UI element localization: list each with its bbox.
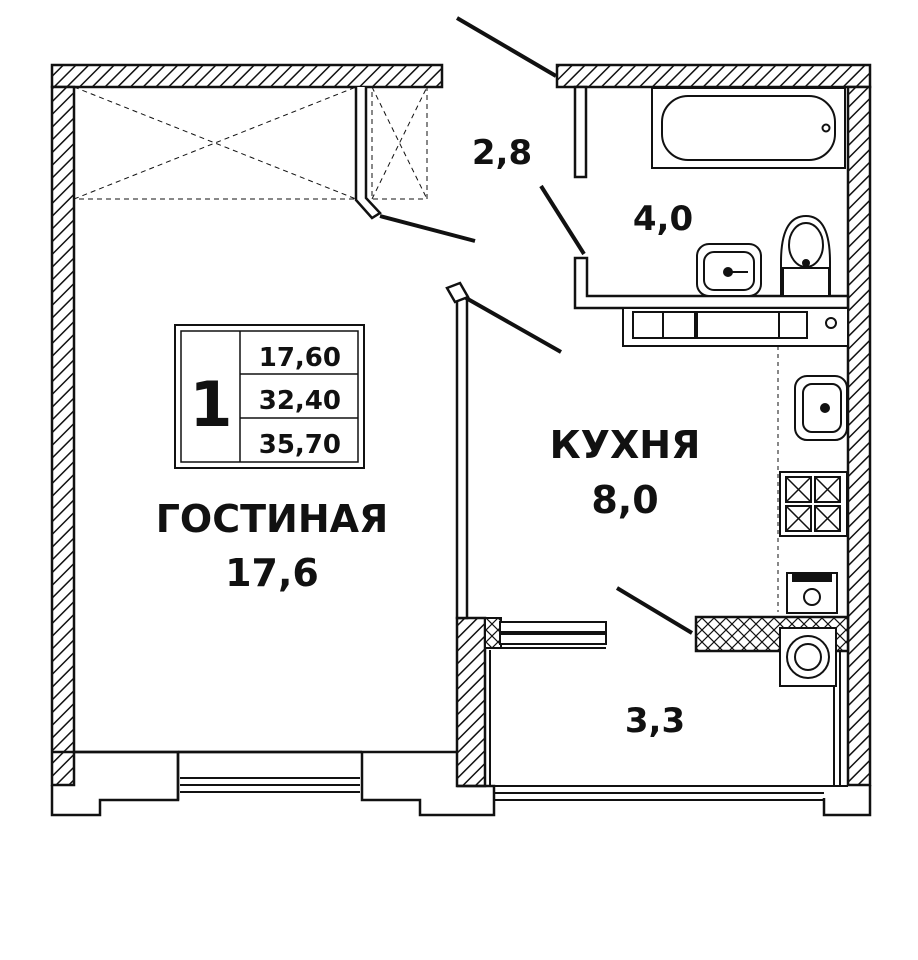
- boiler: [786, 572, 838, 614]
- kitchen-sink: [794, 375, 848, 441]
- exterior-walls: [50, 63, 872, 788]
- bathroom-area: 4,0: [633, 199, 693, 239]
- hall-area: 2,8: [472, 133, 532, 173]
- living-window: [180, 777, 360, 793]
- kitchen-counter: [622, 307, 849, 612]
- rooms-count: 1: [189, 368, 232, 441]
- living-area-value: 17,60: [259, 343, 341, 373]
- total-with-balcony-value: 35,70: [259, 430, 341, 460]
- entrance-door: [455, 16, 558, 78]
- room-labels: ГОСТИНАЯ 17,6 2,8 4,0 КУХНЯ 8,0 3,3: [156, 133, 701, 741]
- balcony-door: [484, 617, 607, 649]
- bathroom-walls: [539, 85, 850, 310]
- balcony-glazing: [484, 640, 848, 801]
- toilet: [780, 214, 831, 297]
- living-kitchen-partition: [445, 281, 562, 620]
- bathtub: [651, 87, 846, 169]
- kitchen-name: КУХНЯ: [550, 423, 701, 467]
- bathroom-sink: [696, 243, 762, 297]
- total-area-value: 32,40: [259, 386, 341, 416]
- kitchen-area: 8,0: [591, 478, 658, 522]
- balcony-area: 3,3: [625, 701, 685, 741]
- washing-machine: [779, 627, 837, 687]
- living-room-name: ГОСТИНАЯ: [156, 497, 389, 541]
- bottom-outline: [50, 750, 872, 817]
- stove: [779, 471, 848, 537]
- wardrobe-niche: [73, 86, 476, 243]
- area-badge: 1 17,60 32,40 35,70: [174, 324, 365, 469]
- living-room-area: 17,6: [225, 551, 319, 595]
